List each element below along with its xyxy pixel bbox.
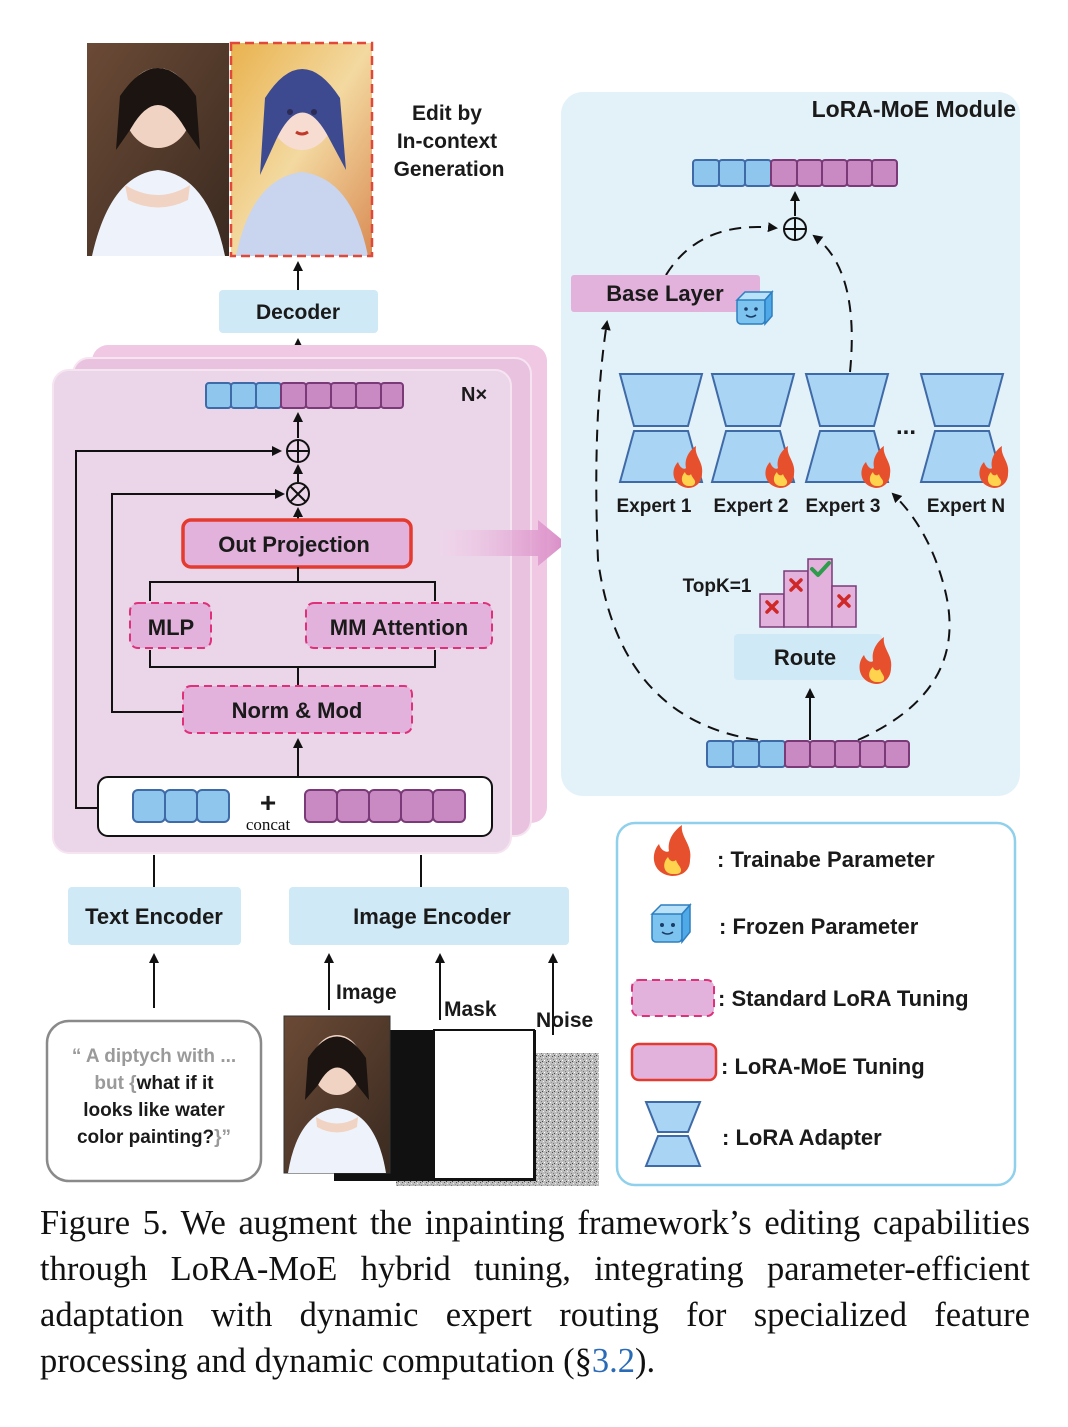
moe-add-operator bbox=[783, 217, 807, 241]
legend-fire-icon bbox=[653, 825, 691, 876]
legend-standard-lora-swatch bbox=[631, 979, 715, 1017]
prompt-line4-gray: }” bbox=[214, 1127, 231, 1148]
input-photo bbox=[283, 1015, 391, 1174]
figure-diagram: Edit by In-context Generation Decoder N× bbox=[45, 41, 1020, 1187]
legend-box bbox=[615, 821, 1017, 1187]
fire-icon bbox=[859, 637, 892, 684]
prompt-line2-black: what if it bbox=[136, 1073, 215, 1094]
edit-label-line3: Generation bbox=[394, 158, 505, 181]
legend-adapter-label: : LoRA Adapter bbox=[722, 1125, 882, 1150]
legend-adapter-icon bbox=[644, 1101, 702, 1167]
out-projection-box: Out Projection bbox=[181, 518, 413, 569]
moe-panel bbox=[561, 92, 1020, 796]
image-encoder-box: Image Encoder bbox=[289, 887, 569, 945]
router-scores-chart bbox=[759, 558, 857, 628]
mlp-label: MLP bbox=[148, 615, 194, 640]
decoder-label: Decoder bbox=[256, 301, 340, 324]
base-layer-label: Base Layer bbox=[606, 281, 724, 306]
norm-mod-label: Norm & Mod bbox=[232, 698, 363, 723]
base-layer-box: Base Layer bbox=[571, 275, 760, 312]
legend-frozen-label: : Frozen Parameter bbox=[719, 914, 919, 939]
output-watercolor bbox=[229, 41, 374, 258]
mm-attention-box: MM Attention bbox=[305, 602, 493, 649]
expand-arrow bbox=[440, 520, 566, 566]
residual-path-add bbox=[75, 446, 282, 809]
caption-section-link[interactable]: 3.2 bbox=[591, 1342, 635, 1380]
mask-input-label: Mask bbox=[444, 998, 497, 1021]
prompt-line2-gray: but { bbox=[94, 1073, 136, 1094]
multiply-operator bbox=[286, 482, 310, 506]
prompt-line2: but {what if it bbox=[94, 1073, 214, 1094]
caption-end: ). bbox=[635, 1342, 656, 1380]
route-label: Route bbox=[774, 645, 836, 670]
moe-dashed-paths bbox=[595, 222, 951, 741]
edit-label-line1: Edit by bbox=[412, 102, 482, 125]
legend-lora-moe-label: : LoRA-MoE Tuning bbox=[721, 1054, 925, 1079]
prompt-line1: “ A diptych with ... bbox=[72, 1046, 236, 1067]
fire-icon bbox=[765, 446, 795, 488]
mlp-box: MLP bbox=[129, 602, 212, 649]
text-encoder-label: Text Encoder bbox=[85, 904, 223, 929]
expert-1-label: Expert 1 bbox=[617, 496, 692, 517]
residual-path-multiply bbox=[111, 489, 285, 713]
add-operator bbox=[286, 439, 310, 463]
expert-1 bbox=[618, 373, 704, 483]
edit-label-line2: In-context bbox=[397, 130, 497, 153]
route-box: Route bbox=[734, 634, 882, 680]
legend-frozen-cube-icon bbox=[650, 903, 692, 945]
image-input-label: Image bbox=[336, 981, 397, 1004]
experts-ellipsis: ... bbox=[896, 413, 916, 440]
caption-text: Figure 5. We augment the inpainting fram… bbox=[40, 1204, 1030, 1380]
legend-trainable-label: : Trainabe Parameter bbox=[717, 847, 935, 872]
figure-caption: Figure 5. We augment the inpainting fram… bbox=[40, 1200, 1030, 1384]
moe-input-tokens bbox=[706, 740, 910, 768]
topk-label: TopK=1 bbox=[683, 576, 752, 597]
prompt-line4: color painting?}” bbox=[77, 1127, 231, 1148]
image-encoder-label: Image Encoder bbox=[353, 904, 511, 929]
output-photo bbox=[87, 43, 229, 256]
legend-lora-moe-swatch bbox=[630, 1042, 718, 1082]
decoder-box: Decoder bbox=[219, 290, 378, 333]
expert-n-label: Expert N bbox=[927, 496, 1005, 517]
fire-icon bbox=[673, 446, 703, 488]
concat-box: + concat bbox=[97, 776, 493, 837]
concat-label: concat bbox=[246, 815, 291, 834]
repeat-label: N× bbox=[461, 384, 487, 406]
moe-output-tokens bbox=[692, 159, 898, 187]
noise-input-label: Noise bbox=[536, 1009, 593, 1032]
rejected-icon bbox=[765, 578, 851, 614]
expert-2-label: Expert 2 bbox=[714, 496, 789, 517]
prompt-box: “ A diptych with ... but {what if it loo… bbox=[45, 1019, 263, 1183]
plus-label: + bbox=[260, 787, 276, 818]
moe-title: LoRA-MoE Module bbox=[812, 96, 1016, 122]
prompt-line4-black: color painting? bbox=[77, 1127, 214, 1148]
block-output-tokens bbox=[205, 382, 404, 409]
frozen-cube-icon bbox=[735, 290, 774, 326]
mm-attention-label: MM Attention bbox=[330, 615, 468, 640]
fire-icon bbox=[861, 446, 891, 488]
fire-icon bbox=[979, 446, 1009, 488]
out-projection-label: Out Projection bbox=[218, 532, 370, 557]
expert-3-label: Expert 3 bbox=[806, 496, 881, 517]
text-encoder-box: Text Encoder bbox=[68, 887, 241, 945]
prompt-line3: looks like water bbox=[83, 1100, 225, 1121]
selected-check-icon bbox=[810, 561, 831, 577]
legend-standard-lora-label: : Standard LoRA Tuning bbox=[718, 986, 969, 1011]
norm-mod-box: Norm & Mod bbox=[182, 685, 413, 734]
